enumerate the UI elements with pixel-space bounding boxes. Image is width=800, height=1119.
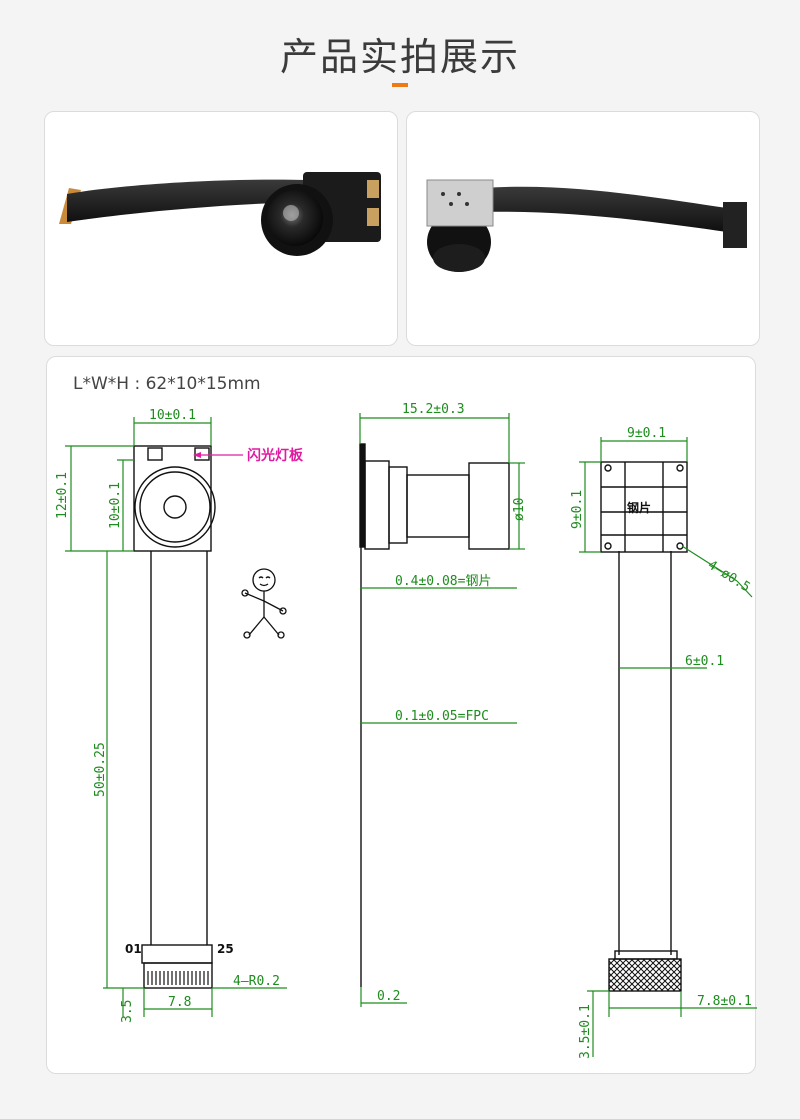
technical-drawing-card: L*W*H : 62*10*15mm xyxy=(46,356,757,1074)
dimensions-label: L*W*H : 62*10*15mm xyxy=(73,374,261,394)
back-steel-plate xyxy=(600,461,688,553)
side-barrel xyxy=(406,474,470,538)
front-height-lens-label: 10±0.1 xyxy=(108,482,123,529)
side-tail-label: 0.2 xyxy=(377,989,400,1004)
front-flash-pad-right xyxy=(194,447,210,461)
stick-figure xyxy=(241,568,287,639)
back-tail-height-label: 3.5±0.1 xyxy=(578,1004,593,1059)
product-photo-front xyxy=(44,111,398,346)
product-photo-back xyxy=(406,111,760,346)
side-lens-head xyxy=(468,462,510,550)
back-plate-label: 钢片 xyxy=(627,500,651,515)
front-length-label: 50±0.25 xyxy=(93,742,108,797)
back-holes-label: 4—ø0.5 xyxy=(705,558,753,596)
front-flash-pad-left xyxy=(147,447,163,461)
camera-front-illustration xyxy=(59,172,381,256)
front-height-total-label: 12±0.1 xyxy=(55,472,70,519)
side-fpc-label: 0.1±0.05=FPC xyxy=(395,709,489,724)
front-tail-height-label: 3.5 xyxy=(120,1000,135,1023)
front-connector-stiffener xyxy=(141,944,213,964)
front-dimension-lines xyxy=(65,417,287,1017)
front-module-body xyxy=(133,445,212,552)
back-connector xyxy=(608,958,682,992)
side-diameter-label: ø10 xyxy=(512,498,527,521)
front-width-label: 10±0.1 xyxy=(149,408,196,423)
back-width-label: 9±0.1 xyxy=(627,426,666,441)
page-title: 产品实拍展示 xyxy=(279,35,520,79)
side-steel-plate xyxy=(359,443,366,548)
flash-board-label: 闪光灯板 xyxy=(247,447,304,464)
front-lens-inner xyxy=(163,495,187,519)
front-pin-first-label: 01 xyxy=(125,942,142,956)
back-dimension-lines xyxy=(579,437,757,1057)
title-underline xyxy=(392,83,408,87)
side-dimension-labels: 15.2±0.3 ø10 0.4±0.08=钢片 0.1±0.05=FPC 0.… xyxy=(377,402,527,1004)
front-connector-width-label: 7.8 xyxy=(168,995,191,1010)
front-dimension-labels: 10±0.1 12±0.1 10±0.1 50±0.25 01 25 4—R0.… xyxy=(55,408,304,1023)
camera-back-illustration xyxy=(426,179,747,272)
front-pin-last-label: 25 xyxy=(217,942,234,956)
back-connector-width-label: 7.8±0.1 xyxy=(697,994,752,1009)
front-connector xyxy=(143,962,213,989)
side-dimension-lines xyxy=(359,413,525,1007)
back-height-label: 9±0.1 xyxy=(570,490,585,529)
front-connector-pins xyxy=(147,971,209,985)
front-corner-label: 4—R0.2 xyxy=(233,974,280,989)
back-view xyxy=(600,461,688,992)
side-length-label: 15.2±0.3 xyxy=(402,402,465,417)
front-view xyxy=(133,445,216,989)
front-lens-outer xyxy=(134,466,216,548)
side-steel-label: 0.4±0.08=钢片 xyxy=(395,574,491,589)
back-fpc-width-label: 6±0.1 xyxy=(685,654,724,669)
technical-drawing: 10±0.1 12±0.1 10±0.1 50±0.25 01 25 4—R0.… xyxy=(55,402,757,1059)
side-view xyxy=(359,443,510,987)
side-sensor-block xyxy=(364,460,390,550)
